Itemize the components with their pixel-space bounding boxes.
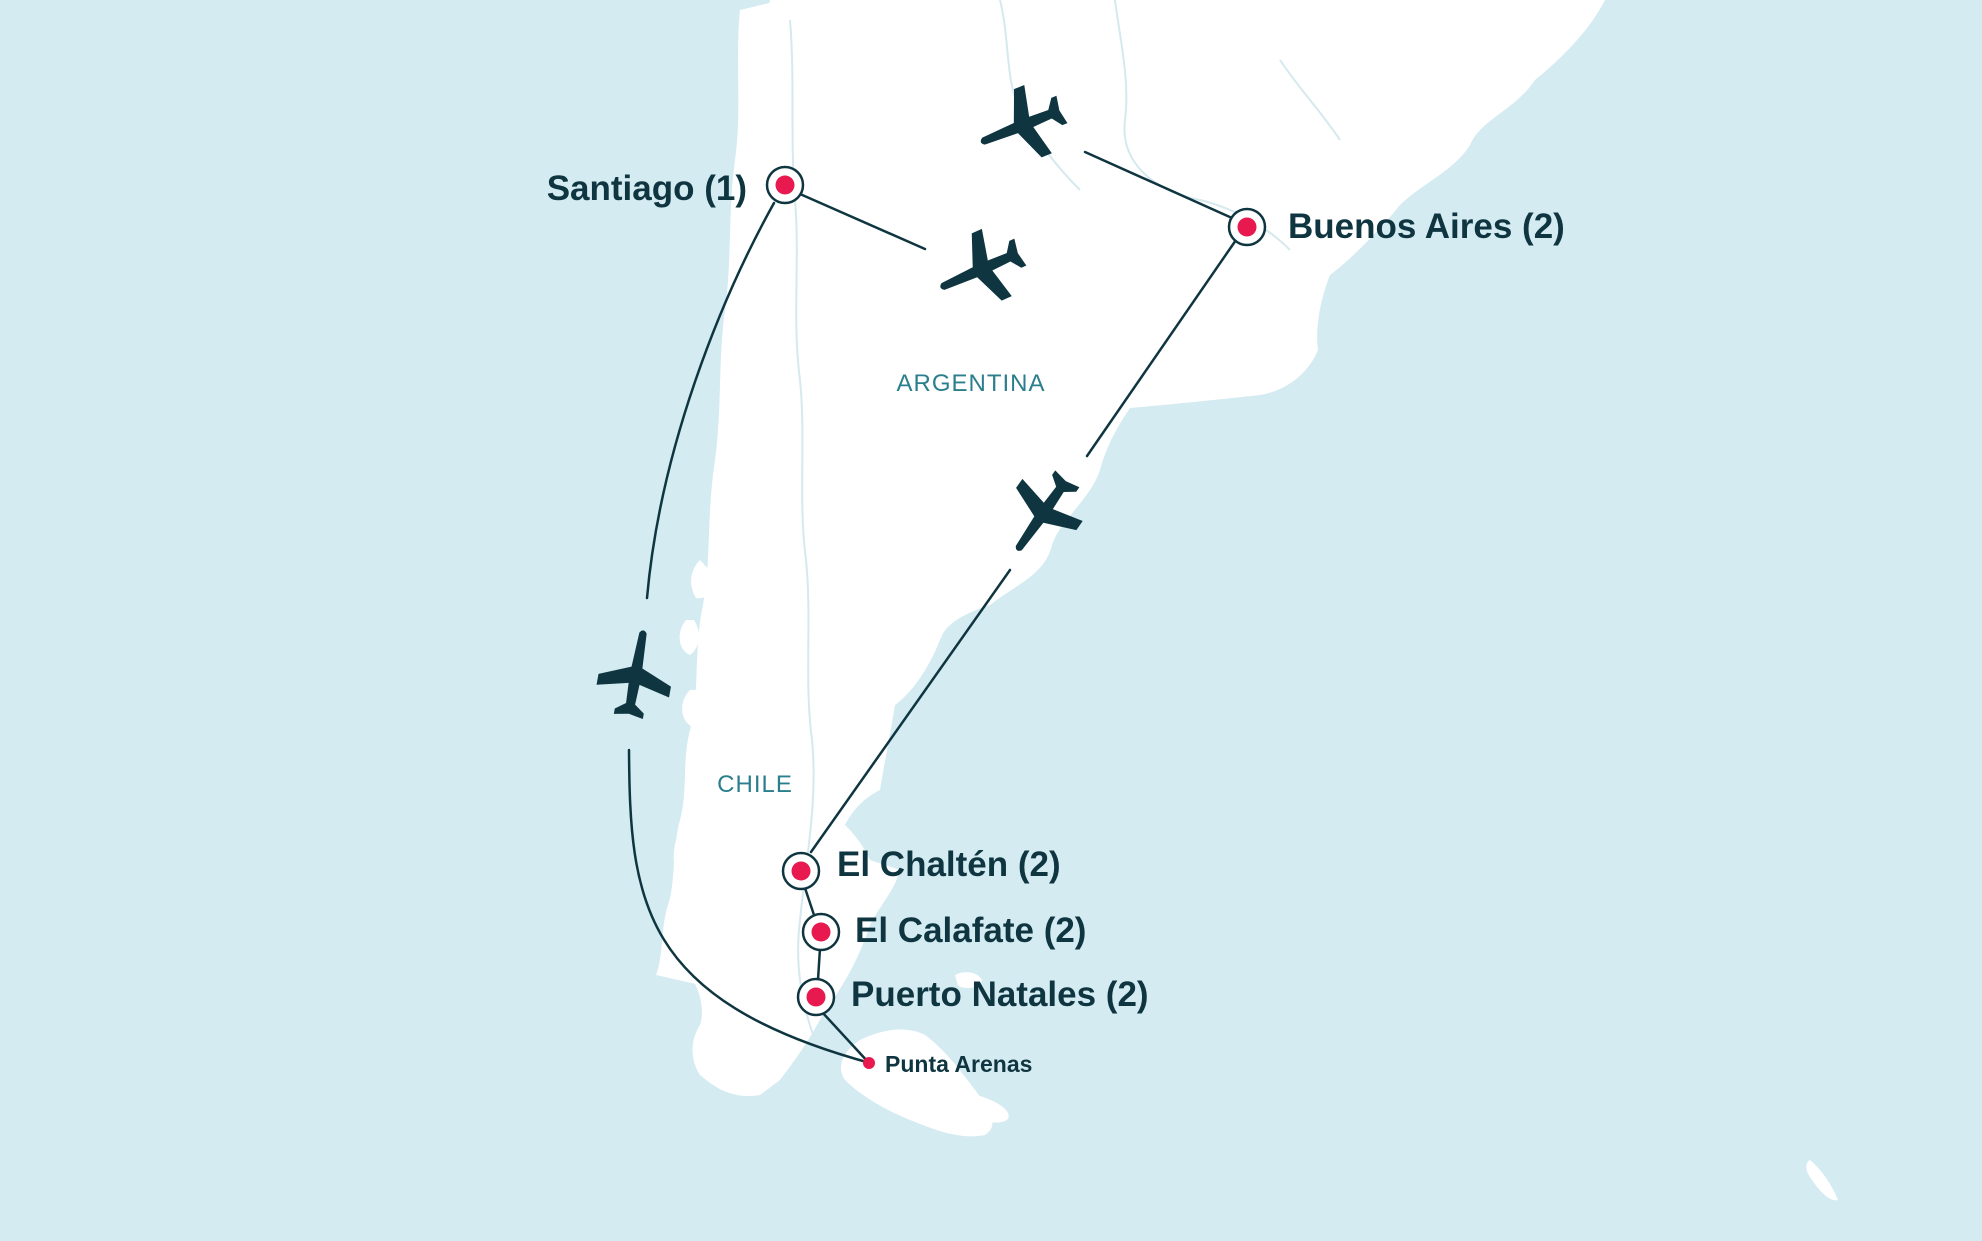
route-santiago-to-plane-1 bbox=[798, 192, 927, 251]
stop-label-el-chalten: El Chaltén (2) bbox=[837, 845, 1061, 884]
stop-label-buenos-aires: Buenos Aires (2) bbox=[1288, 207, 1565, 246]
transit-label-punta-arenas: Punta Arenas bbox=[885, 1051, 1032, 1077]
route-buenos-aires-to-plane-3 bbox=[1085, 238, 1238, 458]
route-plane-3-to-el-chalten bbox=[809, 568, 1012, 854]
route-santiago-to-plane-4 bbox=[645, 201, 776, 600]
stop-marker-puerto-natales[interactable] bbox=[796, 977, 836, 1017]
southern-island bbox=[940, 1090, 1009, 1123]
stop-marker-buenos-aires[interactable] bbox=[1227, 207, 1267, 247]
south-america-landmass bbox=[673, 0, 1605, 1096]
stop-label-santiago: Santiago (1) bbox=[547, 169, 747, 208]
patagonia-islands bbox=[679, 560, 802, 1040]
stop-label-el-calafate: El Calafate (2) bbox=[855, 911, 1086, 950]
far-south-island bbox=[1806, 1160, 1838, 1201]
route-lines bbox=[627, 150, 1238, 1065]
stop-marker-el-calafate[interactable] bbox=[801, 912, 841, 952]
route-plane-4-to-punta-arenas bbox=[627, 748, 872, 1065]
stop-marker-santiago[interactable] bbox=[765, 165, 805, 205]
stop-label-puerto-natales: Puerto Natales (2) bbox=[851, 975, 1149, 1014]
route-el-chalten-to-el-calafate bbox=[802, 883, 817, 920]
stop-markers bbox=[765, 165, 1267, 1069]
falkland-fragment bbox=[955, 972, 982, 988]
country-label-chile: CHILE bbox=[717, 771, 793, 798]
stop-marker-el-chalten[interactable] bbox=[781, 851, 821, 891]
route-plane-2-to-buenos-aires bbox=[1083, 150, 1234, 220]
route-el-calafate-to-puerto-natales bbox=[816, 946, 822, 982]
country-label-argentina: ARGENTINA bbox=[896, 370, 1045, 397]
route-puerto-natales-to-punta-arenas bbox=[820, 1010, 871, 1065]
transit-marker-punta-arenas[interactable] bbox=[863, 1057, 875, 1069]
